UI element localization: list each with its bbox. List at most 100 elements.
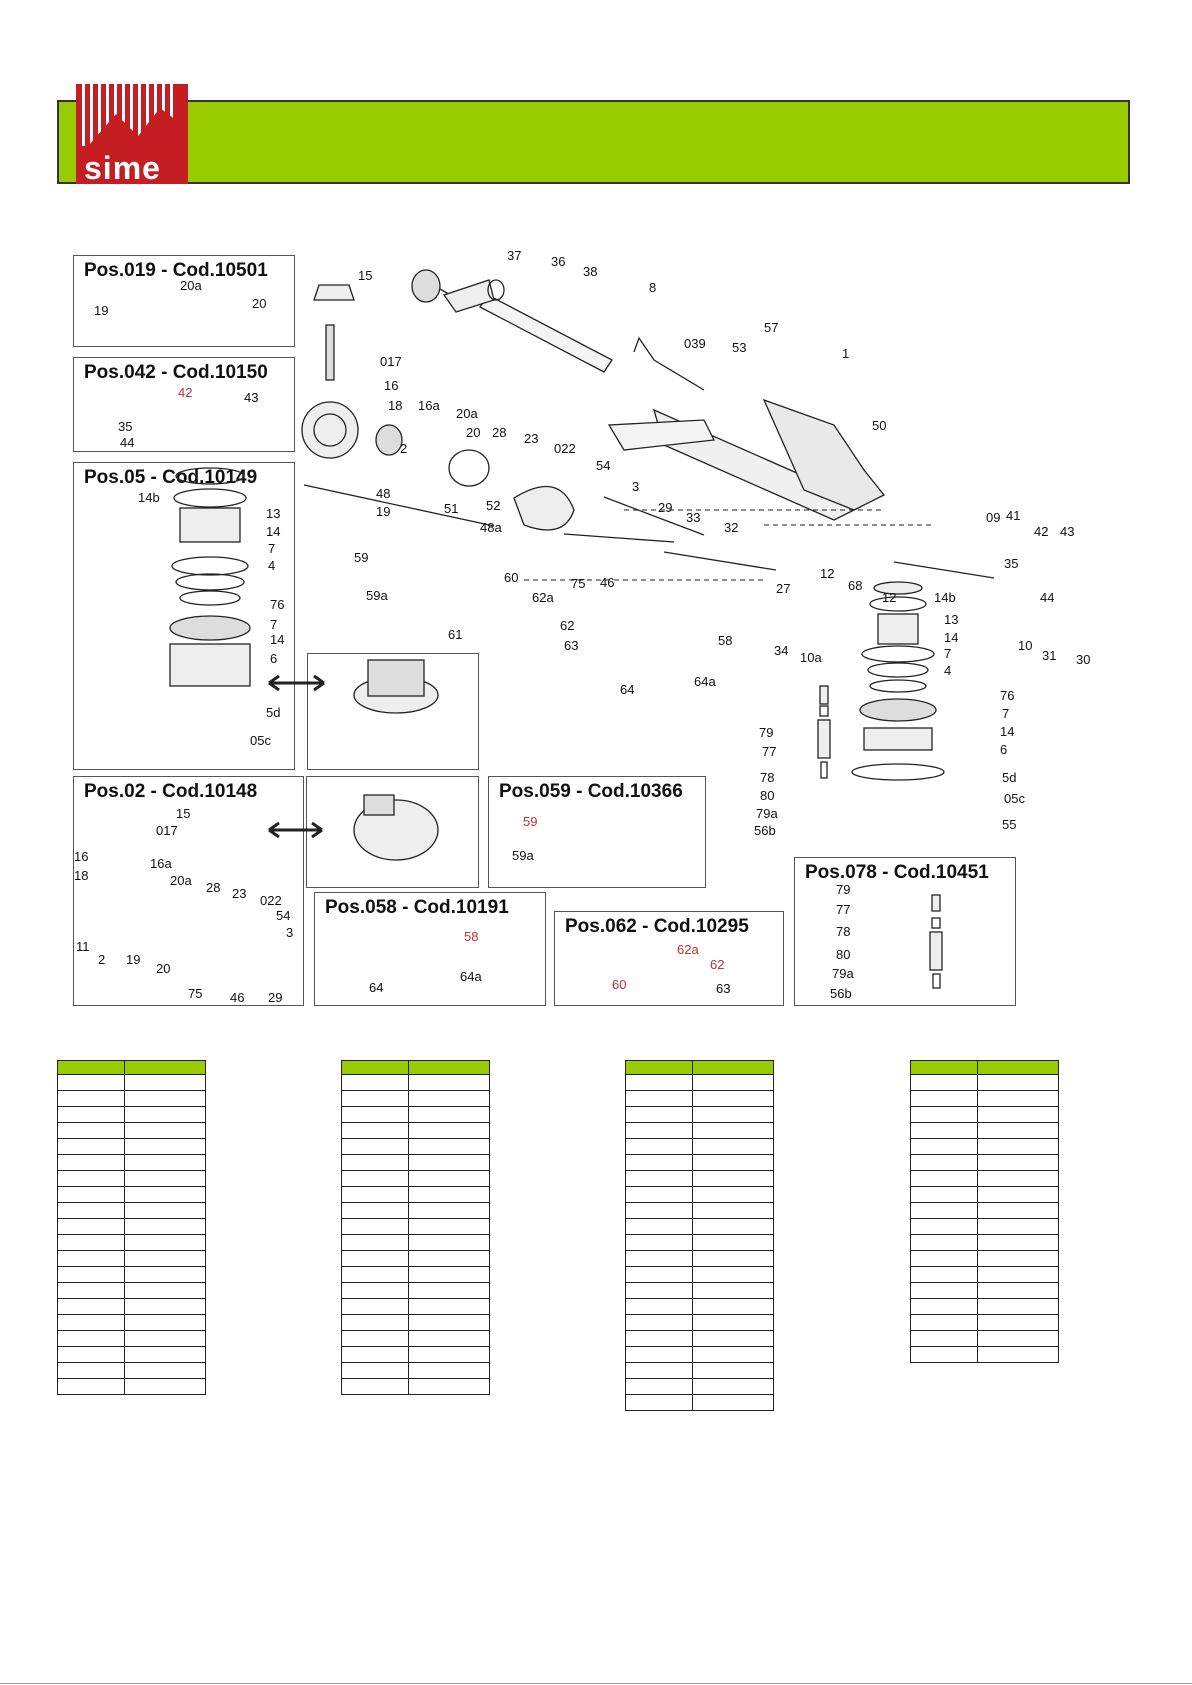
- table-cell: [408, 1202, 490, 1219]
- table-row: [625, 1330, 774, 1347]
- table-cell: [124, 1378, 206, 1395]
- table-cell: [625, 1154, 693, 1171]
- callout-35: 35: [1004, 556, 1018, 571]
- table-row: [341, 1090, 490, 1107]
- callout-6: 6: [1000, 742, 1007, 757]
- table-row: [57, 1154, 206, 1171]
- callout-28-p02: 28: [206, 880, 220, 895]
- table-cell: [692, 1378, 774, 1395]
- table-cell: [341, 1170, 409, 1187]
- table-row: [625, 1266, 774, 1283]
- table-row: [341, 1378, 490, 1395]
- table-header-row: [341, 1060, 490, 1075]
- callout-30: 30: [1076, 652, 1090, 667]
- callout-55: 55: [1002, 817, 1016, 832]
- table-row: [910, 1346, 1059, 1363]
- table-row: [341, 1330, 490, 1347]
- table-cell: [910, 1154, 978, 1171]
- table-row: [341, 1154, 490, 1171]
- table-cell: [692, 1154, 774, 1171]
- callout-44-p042: 44: [120, 435, 134, 450]
- callout-16: 16: [384, 378, 398, 393]
- callout-23: 23: [524, 431, 538, 446]
- table-cell: [625, 1138, 693, 1155]
- table-cell: [408, 1218, 490, 1235]
- table-header-row: [625, 1060, 774, 1075]
- table-cell: [408, 1330, 490, 1347]
- panel-pos058: Pos.058 - Cod.10191: [314, 892, 546, 1006]
- table-cell: [692, 1170, 774, 1187]
- callout-35-p042: 35: [118, 419, 132, 434]
- callout-017-p02: 017: [156, 823, 178, 838]
- table-cell: [124, 1330, 206, 1347]
- table-cell: [692, 1138, 774, 1155]
- table-cell: [692, 1106, 774, 1123]
- table-row: [341, 1170, 490, 1187]
- table-cell: [57, 1074, 125, 1091]
- parts-table-body: [625, 1060, 774, 1411]
- callout-50: 50: [872, 418, 886, 433]
- panel-pos019: Pos.019 - Cod.10501: [73, 255, 295, 347]
- callout-42-p042: 42: [178, 385, 192, 400]
- parts-table-4: [910, 1060, 1059, 1363]
- table-cell: [341, 1282, 409, 1299]
- table-cell: [57, 1218, 125, 1235]
- table-cell: [124, 1282, 206, 1299]
- table-row: [910, 1202, 1059, 1219]
- table-row: [341, 1250, 490, 1267]
- callout-33: 33: [686, 510, 700, 525]
- table-cell: [341, 1202, 409, 1219]
- table-row: [625, 1250, 774, 1267]
- callout-52: 52: [486, 498, 500, 513]
- table-row: [57, 1266, 206, 1283]
- callout-4-p05: 4: [268, 558, 275, 573]
- table-cell: [124, 1234, 206, 1251]
- table-cell: [625, 1378, 693, 1395]
- table-row: [57, 1186, 206, 1203]
- table-cell: [341, 1106, 409, 1123]
- callout-28: 28: [492, 425, 506, 440]
- table-cell: [910, 1202, 978, 1219]
- table-row: [57, 1106, 206, 1123]
- callout-05c: 05c: [1004, 791, 1025, 806]
- callout-76-p05: 76: [270, 597, 284, 612]
- table-row: [625, 1202, 774, 1219]
- callout-31: 31: [1042, 648, 1056, 663]
- table-cell: [692, 1250, 774, 1267]
- callout-54: 54: [596, 458, 610, 473]
- table-row: [625, 1154, 774, 1171]
- callout-56b-p078: 56b: [830, 986, 852, 1001]
- table-cell: [692, 1330, 774, 1347]
- table-row: [625, 1186, 774, 1203]
- callout-60: 60: [504, 570, 518, 585]
- table-cell: [57, 1282, 125, 1299]
- callout-80-p078: 80: [836, 947, 850, 962]
- callout-48: 48: [376, 486, 390, 501]
- table-cell: [910, 1250, 978, 1267]
- table-cell: [977, 1282, 1059, 1299]
- table-row: [625, 1314, 774, 1331]
- callout-022-p02: 022: [260, 893, 282, 908]
- table-header-row: [57, 1060, 206, 1075]
- table-row: [910, 1154, 1059, 1171]
- table-row: [341, 1138, 490, 1155]
- parts-table-1: [57, 1060, 206, 1395]
- table-cell: [910, 1106, 978, 1123]
- table-row: [625, 1218, 774, 1235]
- table-row: [341, 1202, 490, 1219]
- callout-79-p078: 79: [836, 882, 850, 897]
- table-cell: [124, 1202, 206, 1219]
- callout-15: 15: [358, 268, 372, 283]
- table-row: [910, 1122, 1059, 1139]
- table-cell: [341, 1122, 409, 1139]
- callout-18: 18: [388, 398, 402, 413]
- callout-59: 59: [354, 550, 368, 565]
- table-cell: [57, 1330, 125, 1347]
- table-cell: [977, 1074, 1059, 1091]
- table-row: [341, 1234, 490, 1251]
- table-cell: [910, 1138, 978, 1155]
- callout-79a: 79a: [756, 806, 778, 821]
- callout-12: 12: [820, 566, 834, 581]
- callout-039: 039: [684, 336, 706, 351]
- table-cell: [625, 1266, 693, 1283]
